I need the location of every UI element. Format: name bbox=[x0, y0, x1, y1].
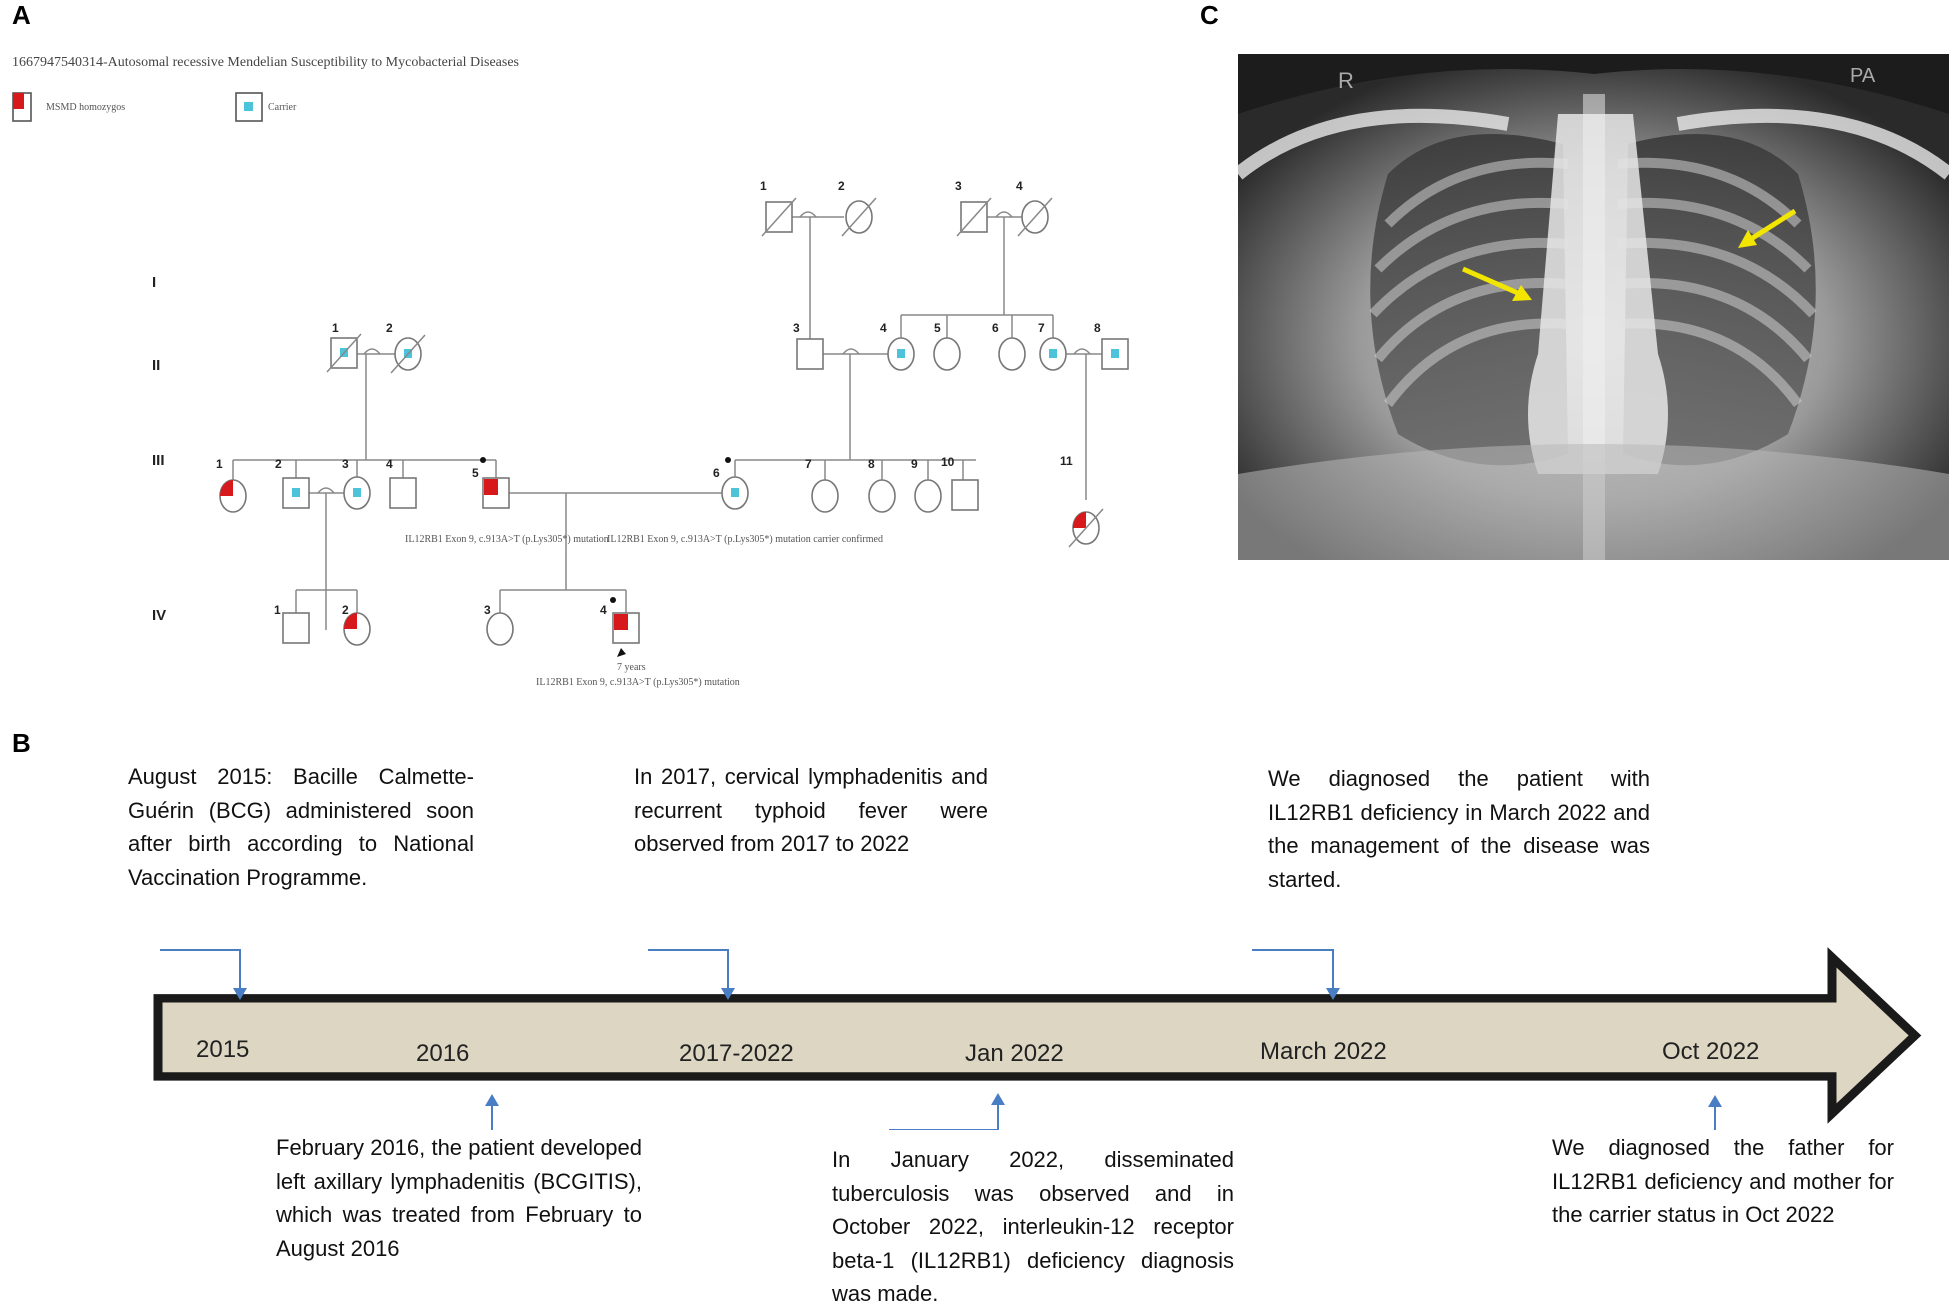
g3-num-1: 1 bbox=[216, 457, 223, 471]
g2-individual-3 bbox=[796, 338, 824, 370]
g2-num-4: 4 bbox=[880, 321, 887, 335]
g2-individual-8 bbox=[1101, 338, 1129, 370]
generation-i: 1 2 3 4 bbox=[760, 179, 1053, 354]
g2-individual-6 bbox=[998, 337, 1026, 371]
g1-num-4: 4 bbox=[1016, 179, 1023, 193]
chest-xray-image: R PA bbox=[1238, 54, 1949, 560]
generation-label-iii: III bbox=[152, 452, 165, 469]
timeline-label-2015: 2015 bbox=[196, 1036, 249, 1063]
legend-carrier-label: Carrier bbox=[268, 102, 297, 113]
event-2017: In 2017, cervical lymphadenitis and recu… bbox=[634, 764, 988, 856]
g4-4-age: 7 years bbox=[617, 662, 646, 673]
pointer-2015 bbox=[160, 949, 247, 1000]
legend: MSMD homozygos Carrier bbox=[12, 92, 297, 122]
g3-num-4: 4 bbox=[386, 457, 393, 471]
timeline-label-2017-2022: 2017-2022 bbox=[679, 1040, 794, 1067]
event-feb-2016: February 2016, the patient developed lef… bbox=[276, 1135, 642, 1261]
g2-num-1: 1 bbox=[332, 321, 339, 335]
xray-arrow-left-lung bbox=[1738, 208, 1797, 248]
pedigree-title: 1667947540314-Autosomal recessive Mendel… bbox=[12, 55, 519, 70]
timeline-label-march-2022: March 2022 bbox=[1260, 1038, 1387, 1065]
g3-num-2: 2 bbox=[275, 457, 282, 471]
g1-num-2: 2 bbox=[838, 179, 845, 193]
g3-individual-4 bbox=[389, 477, 417, 509]
g3-num-5: 5 bbox=[472, 466, 479, 480]
g2-num-7: 7 bbox=[1038, 321, 1045, 335]
g2-individual-5 bbox=[933, 337, 961, 371]
xray-label-r: R bbox=[1338, 68, 1354, 93]
generation-label-iv: IV bbox=[152, 607, 166, 624]
g1-num-1: 1 bbox=[760, 179, 767, 193]
timeline-label-2016: 2016 bbox=[416, 1040, 469, 1067]
g3-num-10: 10 bbox=[941, 455, 955, 469]
panel-label-c: C bbox=[1200, 0, 1219, 30]
g4-num-1: 1 bbox=[274, 603, 281, 617]
g3-num-3: 3 bbox=[342, 457, 349, 471]
g4-individual-3 bbox=[486, 612, 514, 646]
g3-num-6: 6 bbox=[713, 466, 720, 480]
event-jan-2022: In January 2022, disseminated tuberculos… bbox=[832, 1147, 1234, 1306]
g2-num-5: 5 bbox=[934, 321, 941, 335]
g4-individual-1 bbox=[282, 612, 310, 644]
pointer-march-2022 bbox=[1252, 949, 1340, 1000]
event-aug-2015: August 2015: Bacille Calmette-Guérin (BC… bbox=[128, 764, 474, 890]
timeline-label-jan-2022: Jan 2022 bbox=[965, 1040, 1064, 1067]
pointer-feb-2016 bbox=[485, 1094, 499, 1130]
generation-label-ii: II bbox=[152, 357, 160, 374]
g4-4-mutation: IL12RB1 Exon 9, c.913A>T (p.Lys305*) mut… bbox=[536, 677, 740, 688]
legend-carrier-fill bbox=[244, 102, 253, 111]
pointer-2017 bbox=[648, 949, 735, 1000]
generation-label-i: I bbox=[152, 274, 156, 291]
legend-affected-fill bbox=[13, 93, 24, 109]
g3-individual-8 bbox=[868, 479, 896, 513]
g2-num-8: 8 bbox=[1094, 321, 1101, 335]
panel-label-a: A bbox=[12, 0, 31, 30]
g4-num-4: 4 bbox=[600, 603, 607, 617]
g3-num-7: 7 bbox=[805, 457, 812, 471]
event-march-2022: We diagnosed the patient with IL12RB1 de… bbox=[1268, 766, 1650, 892]
pointer-jan-2022 bbox=[889, 1093, 1005, 1130]
event-oct-2022: We diagnosed the father for IL12RB1 defi… bbox=[1552, 1135, 1894, 1227]
timeline-arrow: 2015 2016 2017-2022 Jan 2022 March 2022 … bbox=[153, 947, 1922, 1130]
timeline-label-oct-2022: Oct 2022 bbox=[1662, 1038, 1759, 1065]
g3-5-mutation: IL12RB1 Exon 9, c.913A>T (p.Lys305*) mut… bbox=[405, 534, 609, 545]
g1-num-3: 3 bbox=[955, 179, 962, 193]
timeline-bar bbox=[153, 947, 1922, 1124]
pedigree-chart: 1667947540314-Autosomal recessive Mendel… bbox=[12, 55, 1129, 688]
proband-arrow-icon bbox=[617, 648, 626, 657]
legend-affected-label: MSMD homozygos bbox=[46, 102, 125, 113]
xray-arrow-right-lung bbox=[1461, 266, 1532, 301]
g3-individual-10 bbox=[951, 479, 979, 511]
generation-ii: 1 2 3 4 5 6 7 8 bbox=[326, 314, 1129, 500]
g4-num-2: 2 bbox=[342, 603, 349, 617]
g3-individual-7 bbox=[811, 479, 839, 513]
g3-num-8: 8 bbox=[868, 457, 875, 471]
g3-6-mutation: IL12RB1 Exon 9, c.913A>T (p.Lys305*) mut… bbox=[607, 534, 883, 545]
g2-num-6: 6 bbox=[992, 321, 999, 335]
g2-num-3: 3 bbox=[793, 321, 800, 335]
g3-num-11: 11 bbox=[1060, 454, 1073, 468]
generation-iii: 1 2 3 4 5 IL12RB1 Exon 9, c.913A>T (p.Ly… bbox=[216, 454, 1104, 630]
g4-num-3: 3 bbox=[484, 603, 491, 617]
g3-individual-9 bbox=[914, 479, 942, 513]
generation-iv: 1 2 3 4 7 years IL12RB1 Exon 9, c.913A>T… bbox=[274, 589, 740, 688]
g2-num-2: 2 bbox=[386, 321, 393, 335]
xray-label-pa: PA bbox=[1850, 65, 1876, 87]
g3-num-9: 9 bbox=[911, 457, 918, 471]
pointer-oct-2022 bbox=[1708, 1095, 1722, 1130]
panel-label-b: B bbox=[12, 728, 31, 758]
